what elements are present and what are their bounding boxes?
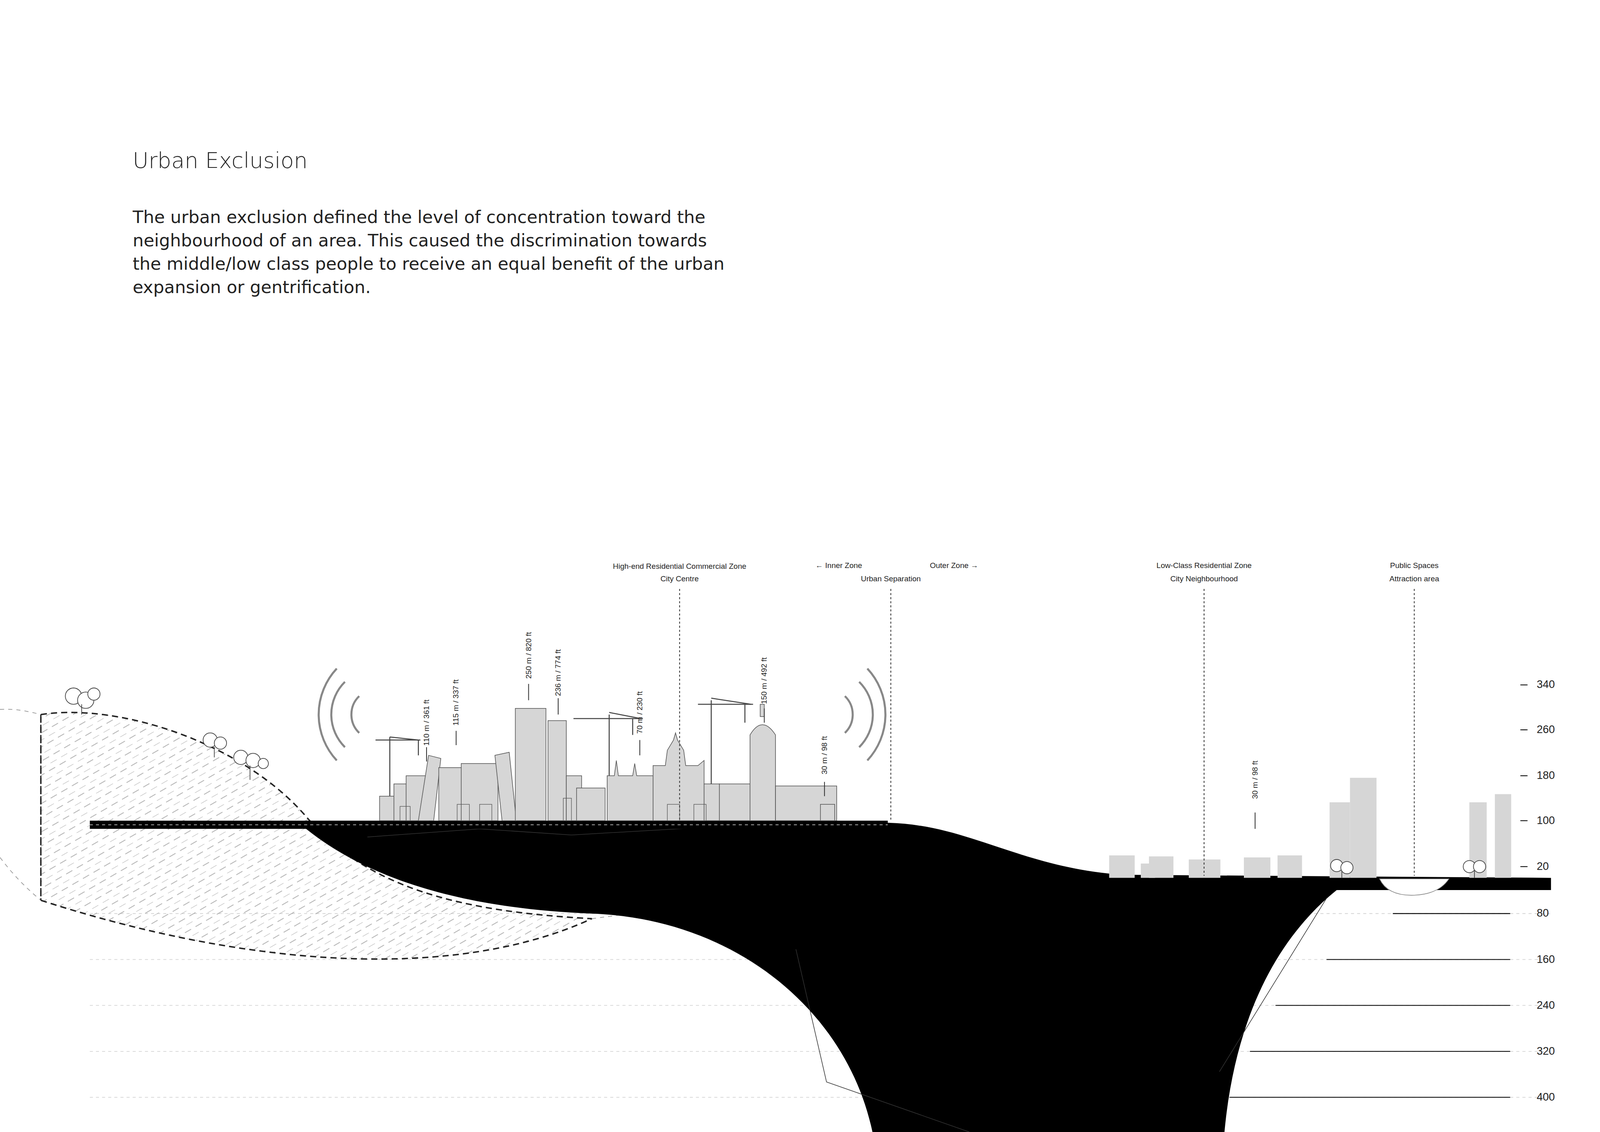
neighbourhood-buildings	[1109, 777, 1512, 878]
depth-ticks	[1229, 684, 1528, 1097]
scale-value: 80	[1536, 907, 1549, 920]
scale-value: 340	[1536, 678, 1555, 691]
caption-text: The urban exclusion defined the level of…	[132, 205, 729, 299]
signal-arcs	[318, 668, 886, 761]
height-dimension: 250 m / 820 ft	[524, 631, 534, 679]
zone-label: High-end Residential Commercial Zone	[612, 561, 747, 571]
dimension-ticks	[426, 683, 1256, 829]
zone-label: Low-Class Residential Zone	[1156, 560, 1252, 570]
zone-leaders	[679, 588, 1415, 876]
scale-value: 160	[1536, 952, 1555, 966]
scale-value: 240	[1536, 998, 1555, 1012]
diagram-title: Urban Exclusion	[132, 148, 308, 174]
zone-label: City Neighbourhood	[1170, 574, 1238, 584]
zone-label: Public Spaces	[1389, 560, 1439, 570]
zone-label: Urban Separation	[860, 574, 921, 584]
height-dimension: 30 m / 98 ft	[1250, 760, 1260, 799]
zone-label: Outer Zone →	[929, 560, 979, 570]
height-dimension: 30 m / 98 ft	[820, 736, 829, 775]
zone-label: City Centre	[660, 574, 699, 584]
height-dimension: 236 m / 774 ft	[553, 649, 563, 696]
zone-label: ← Inner Zone	[815, 560, 862, 570]
height-dimension: 70 m / 230 ft	[635, 690, 645, 734]
public-space-bowl	[1379, 878, 1449, 895]
height-dimension: 110 m / 361 ft	[422, 699, 431, 746]
scale-value: 260	[1536, 723, 1555, 737]
cranes	[375, 697, 753, 821]
city-centre-buildings	[379, 704, 837, 821]
platform-bar	[89, 820, 888, 829]
scale-value: 20	[1536, 859, 1549, 873]
trees	[65, 687, 1486, 878]
zone-label: Attraction area	[1389, 574, 1440, 584]
scale-value: 100	[1536, 814, 1555, 827]
scale-value: 320	[1536, 1044, 1555, 1058]
height-dimension: 150 m / 492 ft	[759, 657, 769, 704]
height-dimension: 115 m / 337 ft	[451, 678, 461, 726]
building-doors	[400, 797, 707, 821]
scale-value: 180	[1536, 769, 1555, 782]
ground-strata	[367, 826, 1327, 1132]
scale-value: 400	[1536, 1090, 1555, 1104]
